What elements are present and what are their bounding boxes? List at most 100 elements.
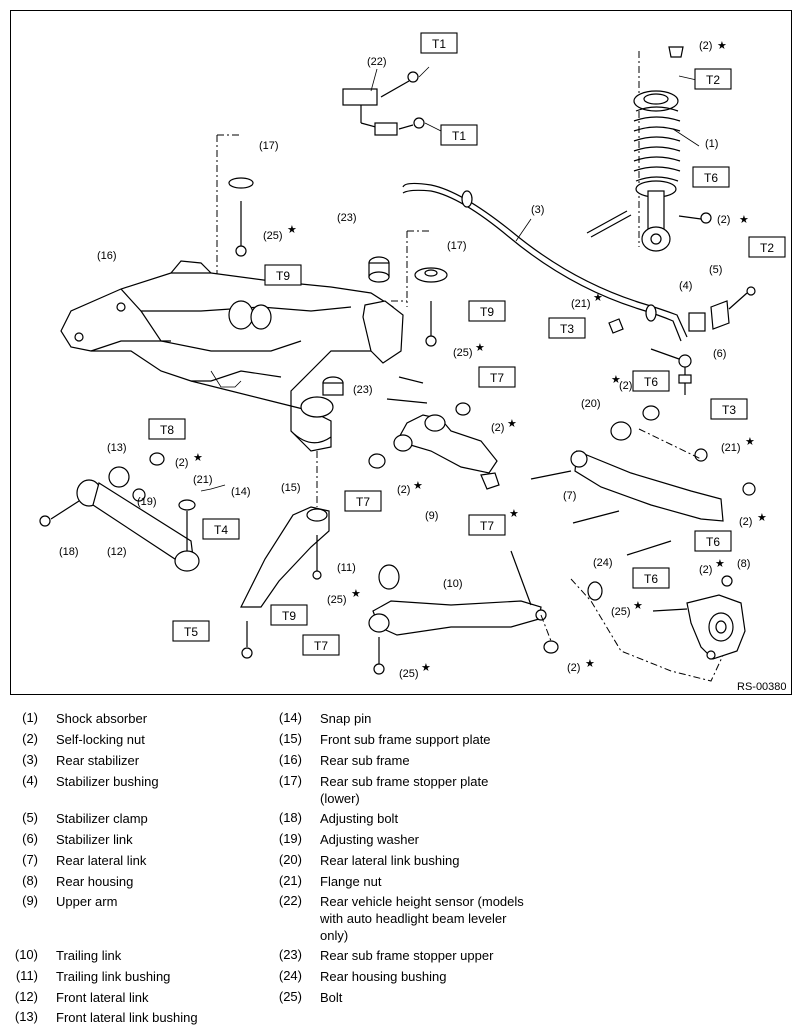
trailing-link-drawing	[368, 550, 559, 675]
stopper-drawing	[322, 230, 448, 396]
torque-label-T6-lateral: T6	[694, 530, 732, 552]
height-sensor-drawing	[342, 66, 442, 136]
legend-text: Front sub frame support plate	[320, 732, 491, 747]
legend-number: (1)	[22, 710, 38, 725]
torque-label-T9-upper: T9	[264, 264, 302, 286]
callout-23: (23)	[353, 384, 373, 396]
torque-label-T7-left: T7	[344, 490, 382, 512]
legend-text: Trailing link	[56, 948, 122, 963]
legend-text: Snap pin	[320, 711, 372, 726]
torque-text: T2	[706, 73, 720, 87]
upper-arm-drawing	[368, 376, 500, 490]
torque-text: T7	[356, 495, 370, 509]
torque-text: T6	[644, 572, 658, 586]
exploded-view-figure: T1 T1 T2 T2 T6 T9 T9 T3 T3 T7 T6 T8	[10, 10, 792, 695]
rear-housing-drawing	[570, 575, 746, 682]
callout-25: (25)	[611, 606, 631, 618]
shock-absorber-drawing	[586, 46, 712, 252]
torque-text: T1	[452, 129, 466, 143]
callout-17: (17)	[447, 240, 467, 252]
legend-text: Adjusting washer	[320, 832, 419, 847]
torque-text: T9	[276, 269, 290, 283]
legend-number: (12)	[14, 989, 38, 1004]
torque-label-T5: T5	[172, 620, 210, 642]
torque-text: T3	[722, 403, 736, 417]
callout-3: (3)	[531, 204, 544, 216]
rear-sub-frame-drawing	[60, 134, 396, 452]
legend-number: (3)	[22, 752, 38, 767]
star-mark: ★	[421, 662, 431, 674]
support-plate-drawing	[240, 451, 330, 659]
torque-label-T7-upper: T7	[478, 366, 516, 388]
torque-label-T4: T4	[202, 518, 240, 540]
torque-text: T7	[480, 519, 494, 533]
suspension-diagram: T1 T1 T2 T2 T6 T9 T9 T3 T3 T7 T6 T8	[39, 32, 787, 693]
callout-13: (13)	[107, 442, 127, 454]
star-mark: ★	[745, 436, 755, 448]
torque-text: T2	[760, 241, 774, 255]
legend-text: Rear sub frame stopper upper	[320, 948, 494, 963]
legend-text: Rear sub frame	[320, 753, 410, 768]
legend-text: Rear housing	[56, 874, 134, 889]
torque-label-T1-lower: T1	[440, 124, 478, 146]
legend-text: Bolt	[320, 990, 343, 1005]
legend-text: Rear sub frame stopper plate (lower)	[320, 774, 489, 806]
torque-label-T1-top: T1	[420, 32, 458, 54]
star-mark: ★	[475, 342, 485, 354]
star-mark: ★	[507, 418, 517, 430]
callout-14: (14)	[231, 486, 251, 498]
torque-text: T4	[214, 523, 228, 537]
torque-text: T9	[282, 609, 296, 623]
torque-text: T1	[432, 37, 446, 51]
callout-2: (2)	[699, 40, 712, 52]
legend-text: Self-locking nut	[56, 732, 145, 747]
torque-text: T3	[560, 322, 574, 336]
callout-2: (2)	[175, 457, 188, 469]
torque-label-T7-mid: T7	[468, 514, 506, 536]
torque-text: T6	[706, 535, 720, 549]
callout-2: (2)	[619, 380, 632, 392]
torque-label-T7-bottom: T7	[302, 634, 340, 656]
callout-25: (25)	[327, 594, 347, 606]
torque-text: T9	[480, 305, 494, 319]
torque-text: T8	[160, 423, 174, 437]
torque-label-T6-housing: T6	[632, 567, 670, 589]
callout-6: (6)	[713, 348, 726, 360]
callout-1: (1)	[705, 138, 718, 150]
torque-text: T6	[704, 171, 718, 185]
torque-label-T3-left: T3	[548, 317, 586, 339]
legend-number: (8)	[22, 873, 38, 888]
callout-25: (25)	[399, 668, 419, 680]
legend-number: (18)	[278, 810, 302, 825]
legend-number: (16)	[278, 752, 302, 767]
legend-number: (13)	[14, 1009, 38, 1024]
legend-text: Shock absorber	[56, 711, 148, 726]
legend-number: (24)	[278, 968, 302, 983]
torque-label-T2-top: T2	[694, 68, 732, 90]
legend-number: (11)	[15, 968, 38, 983]
callout-25: (25)	[263, 230, 283, 242]
callout-11: (11)	[337, 562, 356, 574]
star-mark: ★	[611, 374, 621, 386]
callout-21: (21)	[721, 442, 741, 454]
callout-4: (4)	[679, 280, 692, 292]
legend-number: (20)	[278, 852, 302, 867]
callout-2: (2)	[397, 484, 410, 496]
legend-number: (25)	[278, 989, 302, 1004]
star-mark: ★	[351, 588, 361, 600]
legend-number: (23)	[278, 947, 302, 962]
legend-text: Flange nut	[320, 874, 382, 889]
callout-5: (5)	[709, 264, 722, 276]
star-mark: ★	[585, 658, 595, 670]
callout-18: (18)	[59, 546, 79, 558]
callout-17: (17)	[259, 140, 279, 152]
star-mark: ★	[717, 40, 727, 52]
star-mark: ★	[413, 480, 423, 492]
legend-text: Front lateral link bushing	[56, 1010, 198, 1025]
legend-text: Stabilizer clamp	[56, 811, 148, 826]
callout-19: (19)	[137, 496, 157, 508]
callout-25: (25)	[453, 347, 473, 359]
torque-label-T9-mid: T9	[468, 300, 506, 322]
callout-2: (2)	[699, 564, 712, 576]
torque-label-T8: T8	[148, 418, 186, 440]
